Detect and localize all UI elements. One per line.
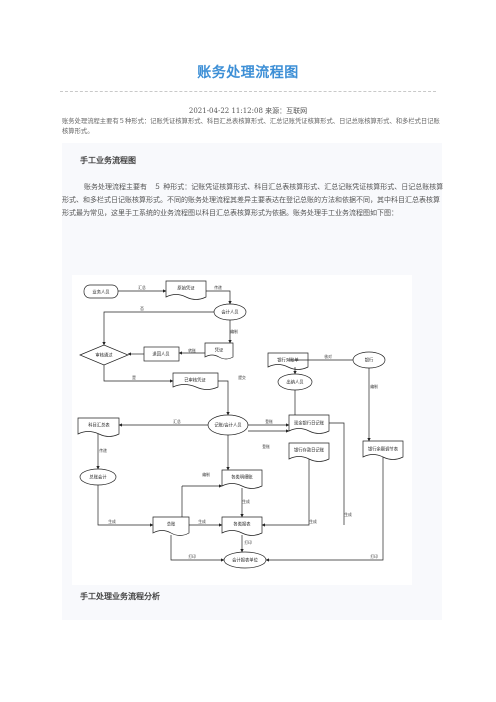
node-chief-label: 记账/会计人员 — [214, 422, 242, 429]
node-detail-ledger-label: 各类明细账 — [231, 474, 253, 481]
edge-label-check: 核对 — [324, 354, 332, 359]
node-bank-stmt-label: 银行对账单 — [277, 357, 299, 364]
node-gl-label: 总账 — [167, 521, 176, 528]
node-business-label: 业务人员 — [92, 289, 110, 296]
article-meta: 2021-04-22 11:12:08 来源：互联网 — [188, 107, 308, 115]
edge-label-prep2: 编制 — [202, 472, 210, 477]
node-voucher-doc-label: 凭证 — [215, 347, 224, 354]
edge-label-yes: 是 — [132, 375, 136, 380]
node-detail-ledger-shape — [221, 469, 263, 489]
edge-label-transfer: 传递 — [214, 285, 222, 290]
node-recorded-label: 已审核凭证 — [184, 377, 206, 384]
node-accountant-label: 会计人员 — [221, 309, 239, 316]
node-business-shape — [83, 284, 119, 299]
edge-label-reg: 编制 — [370, 384, 378, 389]
edge-label-gen2: 生成 — [108, 519, 116, 524]
edge-label-send: 传递 — [99, 448, 107, 453]
edge-label-pass: 转账 — [188, 348, 196, 353]
edge-label-prep: 编制 — [230, 329, 238, 334]
edge-label-no: 否 — [140, 306, 144, 311]
edge-label-submit: 汇总 — [138, 285, 146, 290]
edge-label-record: 登账 — [265, 419, 273, 424]
section-heading-manual-flowchart: 手工业务流程图 — [80, 155, 136, 165]
node-orig-voucher-shape — [165, 280, 207, 300]
node-summary-table-shape — [77, 417, 120, 437]
section-body-text: 账务处理流程主要有 ５ 种形式：记账凭证核算形式、科目汇总表核算形式、汇总记账凭… — [62, 183, 444, 217]
title-divider — [60, 91, 436, 92]
edge-label-print2: 打印 — [188, 554, 196, 559]
accounting-flowchart: 业务人员 原始凭证 会计人员 审核通过 退回人员 凭证 已审核凭证 银行对账单 … — [72, 275, 412, 585]
node-cashier-label: 出纳人员 — [286, 379, 304, 386]
article-title: 账务处理流程图 — [197, 65, 299, 81]
edge-label-entry: 登账 — [262, 444, 270, 449]
edge-label-summary: 汇总 — [173, 419, 181, 424]
node-bank-label: 银行 — [365, 357, 374, 364]
node-cash-journal-shape — [288, 414, 330, 434]
node-gl-shape — [152, 516, 190, 536]
node-recorded-shape — [172, 372, 219, 390]
node-cash-journal-label: 现金银行日记账 — [294, 420, 325, 427]
edge-label-gen4: 生成 — [309, 519, 317, 524]
edge-label-gen: 生成 — [242, 499, 250, 504]
article-summary: 账务处理流程主要有５种形式：记账凭证核算形式、科目汇总表核算形式、汇总记账凭证核… — [62, 118, 440, 135]
edge-label-gen5: 生成 — [344, 512, 352, 517]
node-gl-acct-label: 总账会计 — [89, 474, 107, 481]
section-heading-analysis: 手工处理业务流程分析 — [80, 591, 160, 601]
node-check-shape — [221, 516, 263, 536]
node-review-label: 审核通过 — [95, 352, 113, 359]
node-voucher-doc-shape — [204, 342, 234, 360]
node-bank-stmt-shape — [267, 352, 309, 370]
edge-label-gen3: 生成 — [198, 519, 206, 524]
node-check-label: 各类报表 — [233, 521, 251, 528]
edge-label-submit2: 提交 — [238, 375, 246, 380]
node-orig-voucher-label: 原始凭证 — [177, 285, 195, 292]
edge-label-print3: 打印 — [370, 554, 378, 559]
edge-label-print: 打印 — [244, 540, 252, 545]
node-resend-label: 退回人员 — [152, 351, 170, 358]
node-report-label: 会计报表单位 — [232, 557, 258, 564]
node-summary-table-label: 科目汇总表 — [88, 422, 110, 429]
node-deposit-label: 银行存款日记账 — [294, 447, 325, 454]
node-recon-label: 银行余额调节表 — [368, 446, 399, 453]
